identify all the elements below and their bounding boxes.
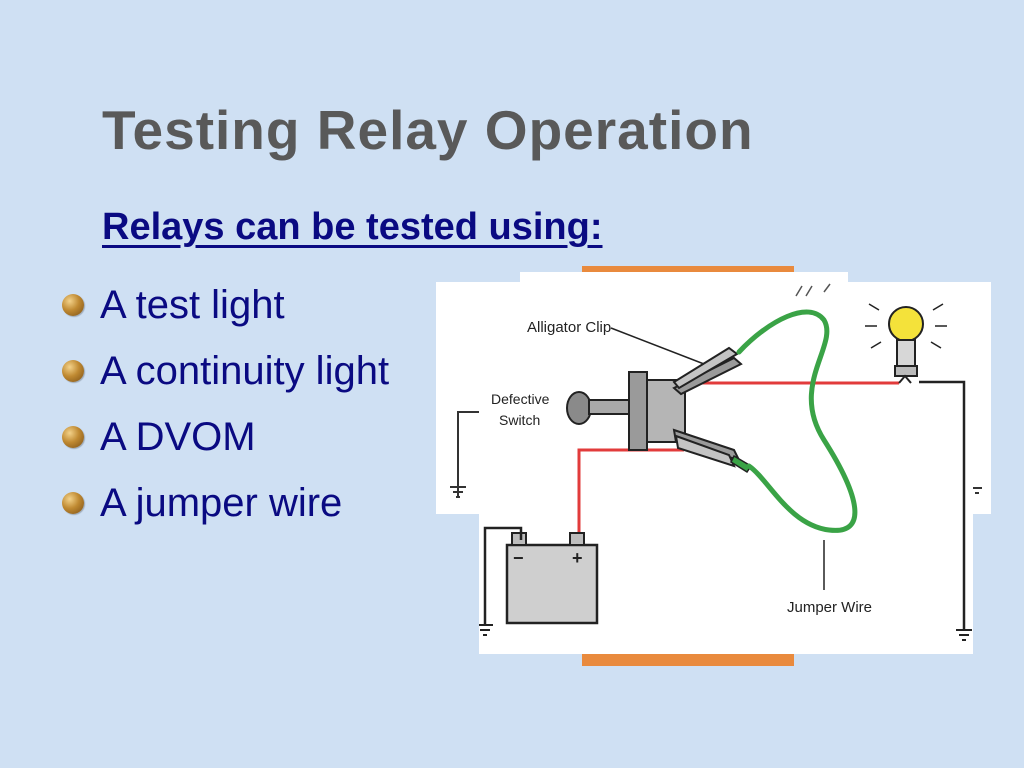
background-card-top — [520, 272, 848, 302]
jumper-wire-label: Jumper Wire — [787, 599, 872, 616]
alligator-clip-pointer — [610, 327, 705, 365]
battery-minus-label: − — [513, 548, 524, 568]
list-item: A test light — [62, 272, 389, 338]
ground-symbol-left — [479, 624, 493, 636]
list-item: A continuity light — [62, 338, 389, 404]
defective-switch-label-line2: Switch — [499, 412, 540, 428]
light-bulb-icon — [865, 303, 947, 384]
bullet-text: A DVOM — [100, 414, 256, 459]
jumper-wire-green — [736, 309, 858, 533]
alligator-clip-bottom-icon — [672, 428, 753, 474]
red-wire-to-battery — [577, 448, 684, 540]
bullet-text: A continuity light — [100, 348, 390, 393]
list-item: A jumper wire — [62, 470, 389, 536]
bullet-sphere-icon — [62, 426, 84, 448]
ground-wire-left — [483, 526, 509, 625]
jumper-wire-diagram: − + — [479, 300, 973, 654]
alligator-clip-top-icon — [672, 346, 743, 396]
bullet-text: A jumper wire — [100, 480, 343, 525]
battery-plus-label: + — [572, 548, 583, 568]
defective-switch-label-line1: Defective — [491, 391, 550, 407]
bullet-list: A test light A continuity light A DVOM A… — [62, 272, 389, 536]
subtitle: Relays can be tested using: — [102, 206, 603, 248]
ground-symbol-right — [956, 629, 972, 641]
bullet-sphere-icon — [62, 294, 84, 316]
battery-icon — [505, 526, 599, 625]
switch-icon — [566, 371, 686, 451]
alligator-clip-label: Alligator Clip — [527, 319, 611, 336]
page-title: Testing Relay Operation — [102, 99, 754, 161]
bullet-sphere-icon — [62, 360, 84, 382]
ground-wire-right — [919, 380, 966, 630]
bullet-text: A test light — [100, 282, 285, 327]
list-item: A DVOM — [62, 404, 389, 470]
bullet-sphere-icon — [62, 492, 84, 514]
